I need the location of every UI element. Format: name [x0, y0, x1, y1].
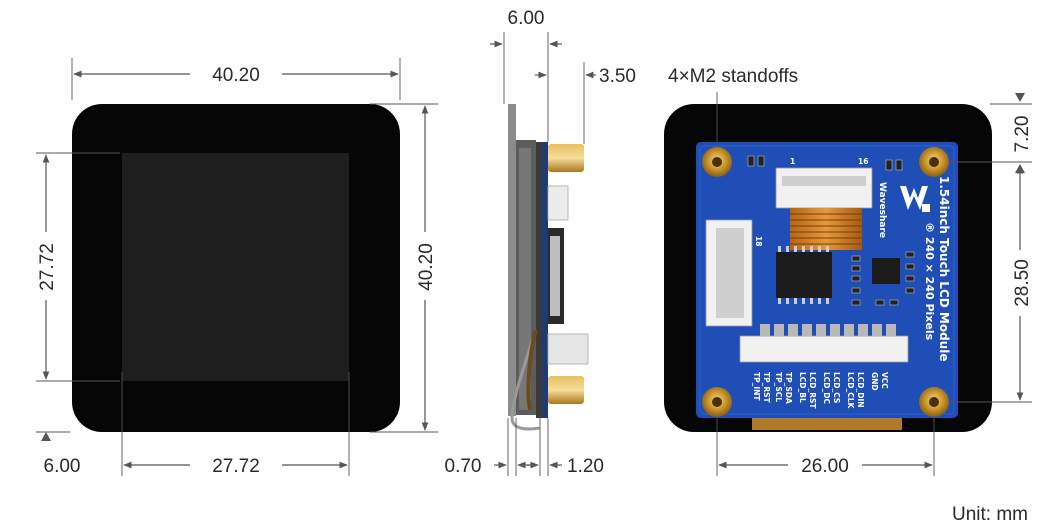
standoff-side-top: [548, 144, 584, 172]
display-height-label: 27.72: [37, 243, 58, 291]
board-thickness-label: 1.20: [567, 456, 604, 477]
display-area: [122, 153, 349, 381]
ic-chip-small: [872, 258, 900, 284]
pin-label-tp-int: TP_INT: [752, 372, 761, 401]
pcb-edge: [540, 142, 548, 418]
silkscreen-title: 1.54inch Touch LCD Module: [937, 176, 951, 361]
standoff-top-left: [702, 147, 732, 177]
pin-label-tp-scl: TP_SCL: [774, 372, 783, 402]
top-offset-label: 7.20: [1012, 116, 1033, 153]
connector-number-16: 16: [858, 157, 868, 166]
display-width-label: 27.72: [212, 456, 260, 477]
bottom-margin-label: 6.00: [44, 456, 81, 477]
pin-label-vcc: VCC: [880, 372, 889, 389]
standoff-height-label: 3.50: [599, 66, 636, 87]
front-width-label: 40.20: [212, 65, 260, 86]
standoff-top-right: [919, 147, 949, 177]
pin-header-connector: [739, 335, 909, 363]
pin-label-tp-rst: TP_RST: [762, 372, 771, 404]
pin-label-gnd: GND: [870, 372, 879, 391]
pin-label-lcd-cs: LCD_CS: [832, 372, 841, 403]
glass-thickness-label: 0.70: [445, 456, 482, 477]
pin-label-lcd-dc: LCD_DC: [822, 372, 831, 404]
pin-label-lcd-clk: LCD_CLK: [846, 372, 855, 410]
connector-number-1: 1: [790, 157, 795, 166]
silkscreen-resolution: ® 240 × 240 Pixels: [923, 222, 936, 341]
front-height-label: 40.20: [416, 243, 437, 291]
pin-label-tp-sda: TP_SDA: [784, 372, 793, 404]
glass-layer: [508, 104, 516, 416]
fpc-connector-top: [775, 167, 873, 209]
front-view: 40.20 40.20 27.72 27.72 6.00: [36, 58, 438, 477]
pin-label-lcd-bl: LCD_BL: [798, 372, 807, 403]
standoff-bottom-left: [702, 387, 732, 417]
standoff-label: 4×M2 standoffs: [668, 66, 798, 87]
unit-label: Unit: mm: [952, 504, 1028, 525]
standoff-side-bottom: [548, 376, 584, 404]
connector-number-18: 18: [754, 236, 763, 246]
pin-label-group: VCC GND LCD_DIN LCD_CLK LCD_CS LCD_DC LC…: [752, 372, 889, 410]
horizontal-spacing-label: 26.00: [801, 456, 849, 477]
brand-text: Waveshare: [877, 182, 887, 238]
overall-depth-label: 6.00: [508, 8, 545, 29]
ic-chip-large: [776, 252, 832, 298]
back-view: 1 16 18: [664, 66, 1033, 477]
side-view: 6.00 3.50 0.70 1.20: [445, 8, 636, 477]
pin-label-lcd-din: LCD_DIN: [856, 372, 865, 408]
vertical-spacing-label: 28.50: [1012, 259, 1033, 307]
standoff-bottom-right: [919, 387, 949, 417]
pin-label-lcd-rst: LCD_RST: [808, 372, 817, 409]
waveshare-logo: [900, 186, 930, 212]
